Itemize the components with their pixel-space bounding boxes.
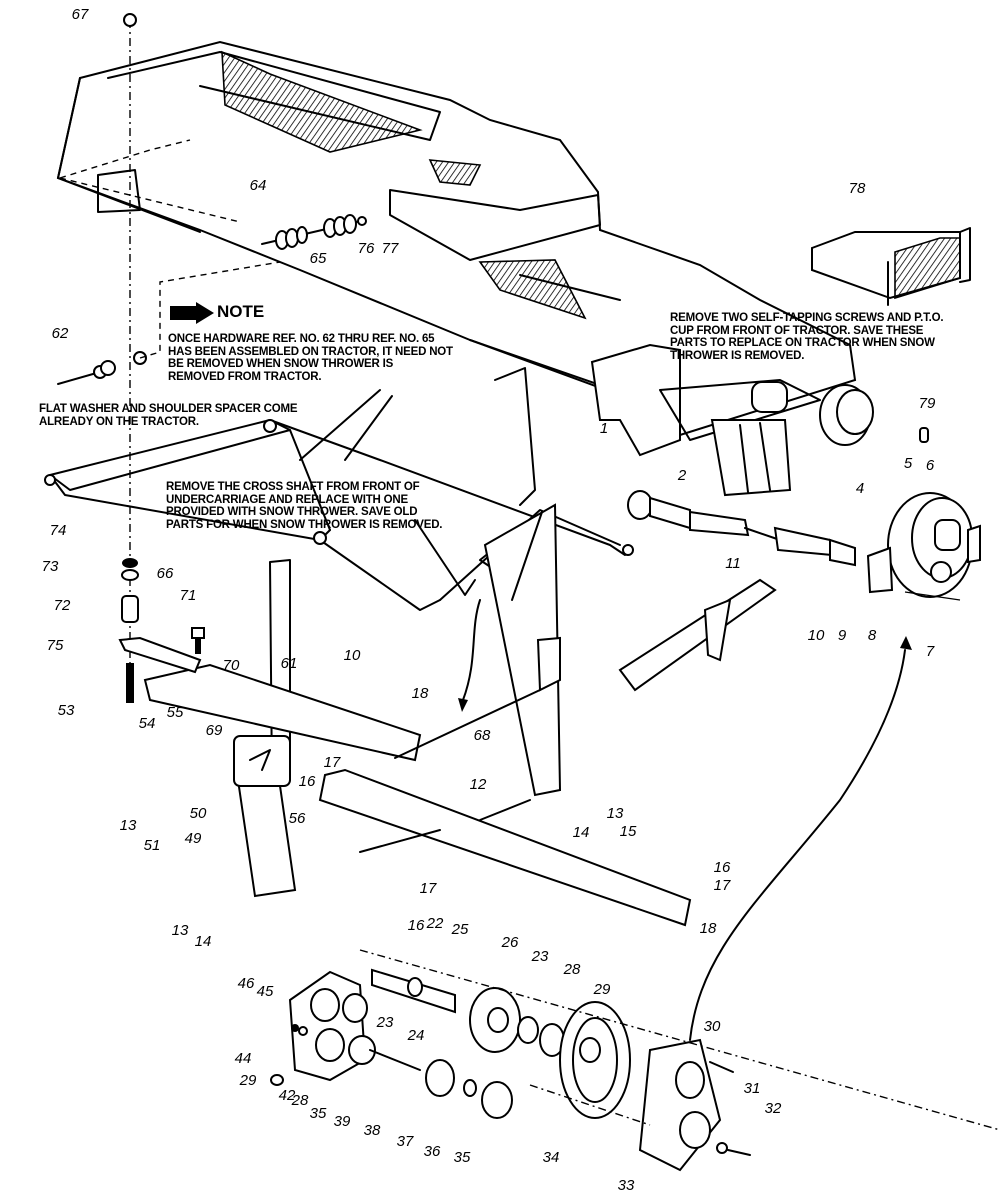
callout-23: 23 [376, 1014, 394, 1031]
callout-46: 46 [238, 975, 255, 992]
cross-shaft-arrowhead [458, 698, 468, 712]
right-arrow-icon [170, 302, 214, 324]
callout-9: 9 [838, 627, 847, 644]
washer-note: FLAT WASHER AND SHOULDER SPACER COME ALR… [39, 403, 298, 428]
callout-29: 29 [239, 1072, 257, 1089]
callout-25: 25 [451, 921, 469, 938]
driveshaft-11 [627, 490, 856, 567]
callout-22: 22 [426, 915, 444, 932]
callout-13: 13 [607, 805, 624, 822]
callout-6: 6 [926, 457, 935, 474]
assembly-arrowhead [900, 636, 912, 650]
assembly-arrow [689, 649, 906, 1041]
callout-73: 73 [42, 558, 59, 575]
callout-34: 34 [543, 1149, 560, 1166]
callout-33: 33 [618, 1177, 635, 1194]
callout-28: 28 [291, 1092, 309, 1109]
bolt-stack-53-75 [118, 13, 205, 703]
callout-45: 45 [257, 983, 274, 1000]
callout-71: 71 [180, 587, 197, 604]
hardware-note: ONCE HARDWARE REF. NO. 62 THRU REF. NO. … [168, 333, 453, 383]
callout-30: 30 [704, 1018, 721, 1035]
undercarriage-cross-shaft [44, 367, 634, 611]
callout-56: 56 [289, 810, 306, 827]
callout-13: 13 [120, 817, 137, 834]
callout-64: 64 [250, 177, 267, 194]
callout-16: 16 [408, 917, 425, 934]
callout-4: 4 [856, 480, 864, 497]
cross-shaft-arrow [462, 599, 481, 701]
callout-37: 37 [397, 1133, 414, 1150]
hitch-bolt-62 [57, 261, 281, 385]
callout-28: 28 [563, 961, 581, 978]
callout-7: 7 [926, 643, 935, 660]
callout-31: 31 [744, 1080, 761, 1097]
tractor-frame [56, 40, 874, 497]
callout-78: 78 [849, 180, 866, 197]
callout-24: 24 [407, 1027, 425, 1044]
callout-49: 49 [185, 830, 202, 847]
gear-housing-5-8 [866, 427, 981, 601]
callout-13: 13 [172, 922, 189, 939]
callout-17: 17 [714, 877, 731, 894]
callout-32: 32 [765, 1100, 782, 1117]
callout-10: 10 [808, 627, 825, 644]
callout-18: 18 [700, 920, 717, 937]
callout-76: 76 [358, 240, 375, 257]
callout-42: 42 [279, 1087, 296, 1104]
callout-16: 16 [299, 773, 316, 790]
gearbox-assembly [270, 949, 1001, 1172]
callout-1: 1 [600, 420, 608, 437]
callout-2: 2 [677, 467, 687, 484]
callout-54: 54 [139, 715, 156, 732]
callout-79: 79 [919, 395, 936, 412]
callout-23: 23 [531, 948, 549, 965]
hitch-hardware-64-65 [261, 214, 367, 250]
callout-17: 17 [324, 754, 341, 771]
callout-26: 26 [501, 934, 519, 951]
callout-39: 39 [334, 1113, 351, 1130]
callout-29: 29 [593, 981, 611, 998]
pto-note: REMOVE TWO SELF-TAPPING SCREWS AND P.T.O… [670, 312, 944, 362]
callout-77: 77 [382, 240, 399, 257]
callout-74: 74 [50, 522, 67, 539]
callout-11: 11 [725, 555, 741, 572]
callout-51: 51 [144, 837, 161, 854]
callout-17: 17 [420, 880, 437, 897]
callout-18: 18 [412, 685, 429, 702]
callout-44: 44 [235, 1050, 252, 1067]
callout-8: 8 [868, 627, 877, 644]
callout-50: 50 [190, 805, 207, 822]
bracket-78 [811, 227, 971, 306]
callout-12: 12 [470, 776, 487, 793]
callout-65: 65 [310, 250, 327, 267]
callout-35: 35 [454, 1149, 471, 1166]
callout-62: 62 [52, 325, 69, 342]
callout-67: 67 [72, 6, 89, 23]
callout-72: 72 [54, 597, 71, 614]
callout-14: 14 [573, 824, 590, 841]
callout-53: 53 [58, 702, 75, 719]
callout-5: 5 [904, 455, 913, 472]
callout-66: 66 [157, 565, 174, 582]
callout-38: 38 [364, 1122, 381, 1139]
callout-55: 55 [167, 704, 184, 721]
callout-10: 10 [344, 647, 361, 664]
callout-14: 14 [195, 933, 212, 950]
callout-69: 69 [206, 722, 223, 739]
callout-36: 36 [424, 1143, 441, 1160]
callout-68: 68 [474, 727, 491, 744]
callout-16: 16 [714, 859, 731, 876]
callout-75: 75 [47, 637, 64, 654]
mounting-plate-49 [143, 503, 692, 927]
callout-61: 61 [281, 655, 298, 672]
callout-70: 70 [223, 657, 240, 674]
callout-15: 15 [620, 823, 637, 840]
note-heading: NOTE [217, 302, 265, 321]
callout-35: 35 [310, 1105, 327, 1122]
cross-shaft-note: REMOVE THE CROSS SHAFT FROM FRONT OF UND… [166, 481, 443, 531]
